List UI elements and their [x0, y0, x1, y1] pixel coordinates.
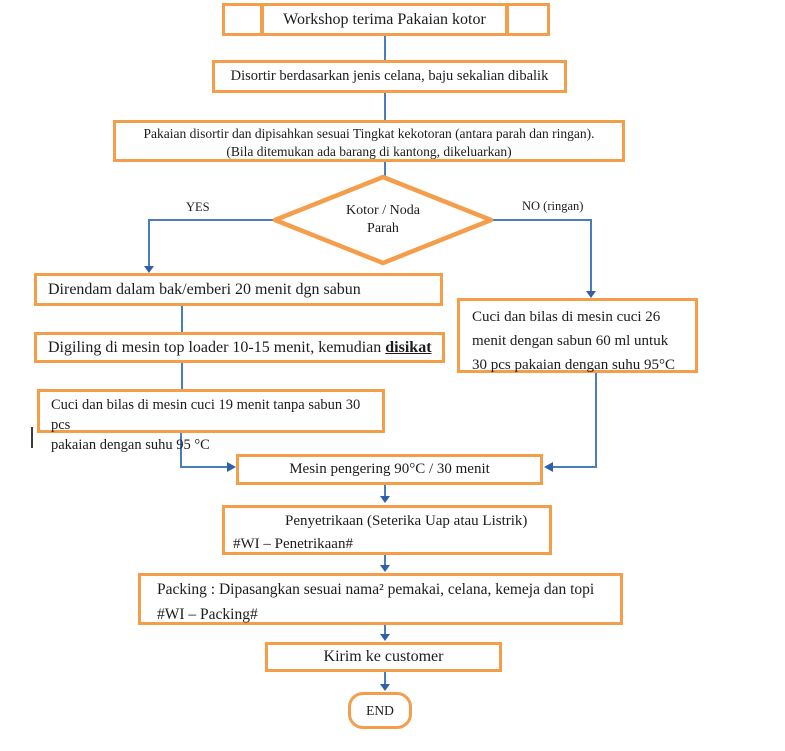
connector-no-vertical [590, 219, 592, 292]
node-packing-line1: Packing : Dipasangkan sesuai nama² pemak… [157, 581, 595, 598]
node-separate-line2: (Bila ditemukan ada barang di kantong, d… [226, 144, 512, 159]
node-dryer: Mesin pengering 90°C / 30 menit [236, 454, 543, 485]
connector-start-sort [384, 35, 386, 60]
node-wash-heavy-line1: Cuci dan bilas di mesin cuci 19 menit ta… [51, 397, 361, 433]
branch-label-yes: YES [186, 200, 210, 214]
node-wash-light: Cuci dan bilas di mesin cuci 26 menit de… [457, 298, 698, 373]
connector-soak-grind [181, 306, 183, 332]
connector-separate-decision [384, 160, 386, 178]
branch-label-no: NO (ringan) [522, 199, 584, 213]
node-decision-line1: Kotor / Noda [346, 203, 420, 218]
node-wash-light-line1: Cuci dan bilas di mesin cuci 26 [472, 309, 661, 325]
connector-packing-ship [384, 625, 386, 636]
node-ironing-line2: #WI – Penetrikaan# [233, 536, 353, 552]
arrowhead-ironing [380, 496, 390, 503]
node-ironing: Penyetrikaan (Seterika Uap atau Listrik)… [222, 505, 552, 555]
node-ship-label: Kirim ke customer [323, 648, 444, 665]
decision-diamond-shape [272, 174, 494, 266]
node-wash-heavy-line2: pakaian dengan suhu 95 °C [51, 437, 210, 453]
node-sort: Disortir berdasarkan jenis celana, baju … [212, 60, 567, 93]
connector-yes-vertical [148, 219, 150, 267]
node-packing-line2: #WI – Packing# [157, 606, 258, 623]
connector-washheavy-right [180, 466, 228, 468]
connector-washlight-down [595, 373, 597, 468]
arrowhead-into-dryer-left [227, 462, 236, 472]
connector-sort-separate [384, 92, 386, 120]
node-grind: Digiling di mesin top loader 10-15 menit… [34, 332, 445, 363]
node-end: END [348, 692, 412, 729]
node-soak: Direndam dalam bak/emberi 20 menit dgn s… [34, 273, 443, 306]
node-wash-light-line2: menit dengan sabun 60 ml untuk [472, 333, 669, 349]
connector-grind-wash [181, 363, 183, 389]
node-separate-line1: Pakaian disortir dan dipisahkan sesuai T… [143, 126, 595, 141]
arrowhead-yes [144, 266, 154, 273]
arrowhead-packing [380, 565, 390, 572]
node-start-label: Workshop terima Pakaian kotor [283, 10, 486, 28]
connector-yes-horizontal [148, 219, 278, 221]
node-grind-label: Digiling di mesin top loader 10-15 menit… [48, 339, 432, 357]
node-wash-heavy: Cuci dan bilas di mesin cuci 19 menit ta… [37, 389, 385, 453]
stray-tick-mark [31, 427, 33, 448]
connector-washheavy-down [180, 433, 182, 468]
arrowhead-into-dryer-right [544, 462, 553, 472]
node-start: Workshop terima Pakaian kotor [261, 3, 508, 36]
node-soak-label: Direndam dalam bak/emberi 20 menit dgn s… [48, 280, 361, 298]
connector-washlight-left [552, 466, 597, 468]
arrowhead-ship [380, 634, 390, 641]
node-grind-emphasis: disikat [385, 338, 432, 356]
start-left-cell [222, 3, 263, 36]
node-sort-label: Disortir berdasarkan jenis celana, baju … [230, 68, 549, 84]
node-ironing-line1: Penyetrikaan (Seterika Uap atau Listrik) [285, 513, 528, 529]
arrowhead-no [586, 291, 596, 298]
connector-ship-end [384, 672, 386, 685]
node-separate: Pakaian disortir dan dipisahkan sesuai T… [113, 120, 625, 162]
node-packing: Packing : Dipasangkan sesuai nama² pemak… [138, 573, 623, 625]
connector-ironing-packing [384, 555, 386, 566]
node-end-label: END [366, 702, 394, 718]
node-ship: Kirim ke customer [265, 642, 502, 672]
node-wash-light-line3: 30 pcs pakaian dengan suhu 95°C [472, 357, 676, 373]
node-grind-text: Digiling di mesin top loader 10-15 menit… [48, 338, 386, 356]
node-decision: Kotor / Noda Parah [303, 202, 463, 238]
connector-no-horizontal [489, 219, 592, 221]
connector-dryer-ironing [384, 485, 386, 497]
node-decision-line2: Parah [367, 221, 399, 236]
node-dryer-label: Mesin pengering 90°C / 30 menit [289, 461, 490, 477]
arrowhead-end [380, 684, 390, 691]
start-right-cell [506, 3, 550, 36]
